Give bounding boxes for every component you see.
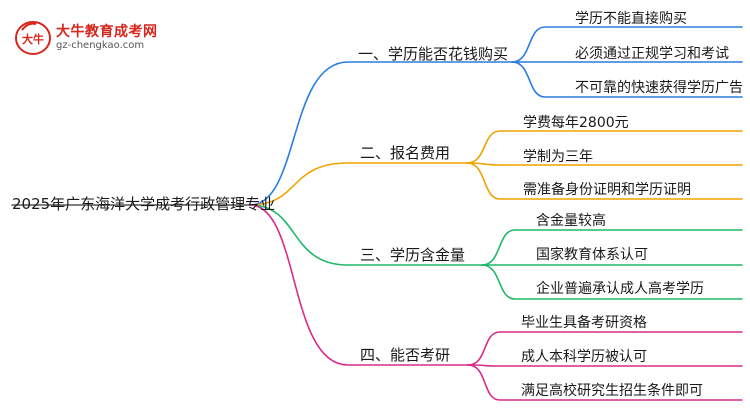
leaf-node-2-3: 需准备身份证明和学历证明	[523, 182, 691, 198]
branch-node-2: 二、报名费用	[360, 144, 451, 162]
leaf-node-3-2: 国家教育体系认可	[536, 247, 648, 263]
logo-url: gz-chengkao.com	[56, 40, 145, 51]
leaf-connector-3-1	[481, 229, 743, 266]
leaf-connector-2-2	[466, 162, 743, 166]
branch-node-4: 四、能否考研	[360, 346, 451, 364]
branch-connector-1	[249, 61, 513, 206]
branch-connector-2	[249, 162, 468, 206]
svg-text:大牛: 大牛	[22, 32, 44, 46]
branch-connector-4	[249, 204, 469, 366]
leaf-connector-4-1	[467, 331, 743, 366]
leaf-node-2-1: 学费每年2800元	[523, 115, 629, 131]
branch-connector-3	[249, 204, 483, 266]
leaf-connector-4-2	[467, 364, 743, 367]
leaf-connector-1-3	[511, 61, 743, 98]
root-node: 2025年广东海洋大学成考行政管理专业	[12, 195, 276, 213]
leaf-node-4-2: 成人本科学历被认可	[521, 349, 647, 365]
leaf-connector-4-3	[467, 364, 743, 401]
leaf-node-3-3: 企业普遍承认成人高考学历	[536, 281, 704, 297]
site-logo: 大牛 大牛教育成考网 gz-chengkao.com	[14, 18, 164, 58]
branch-node-1: 一、学历能否花钱购买	[358, 45, 509, 63]
leaf-node-1-1: 学历不能直接购买	[575, 11, 687, 27]
leaf-node-1-3: 不可靠的快速获得学历广告	[575, 80, 743, 96]
mindmap-edges	[11, 26, 743, 401]
leaf-connector-3-3	[481, 264, 743, 300]
leaf-node-4-3: 满足高校研究生招生条件即可	[521, 383, 703, 399]
leaf-node-1-2: 必须通过正规学习和考试	[575, 46, 729, 62]
logo-mark-icon: 大牛	[15, 21, 51, 55]
leaf-connector-1-1	[511, 26, 743, 63]
leaf-node-4-1: 毕业生具备考研资格	[521, 315, 647, 331]
leaf-connector-2-3	[466, 162, 743, 200]
leaf-connector-2-1	[466, 130, 743, 164]
leaf-node-2-2: 学制为三年	[523, 149, 593, 165]
leaf-node-3-1: 含金量较高	[536, 213, 606, 229]
branch-node-3: 三、学历含金量	[360, 246, 466, 264]
logo-name: 大牛教育成考网	[56, 24, 158, 40]
